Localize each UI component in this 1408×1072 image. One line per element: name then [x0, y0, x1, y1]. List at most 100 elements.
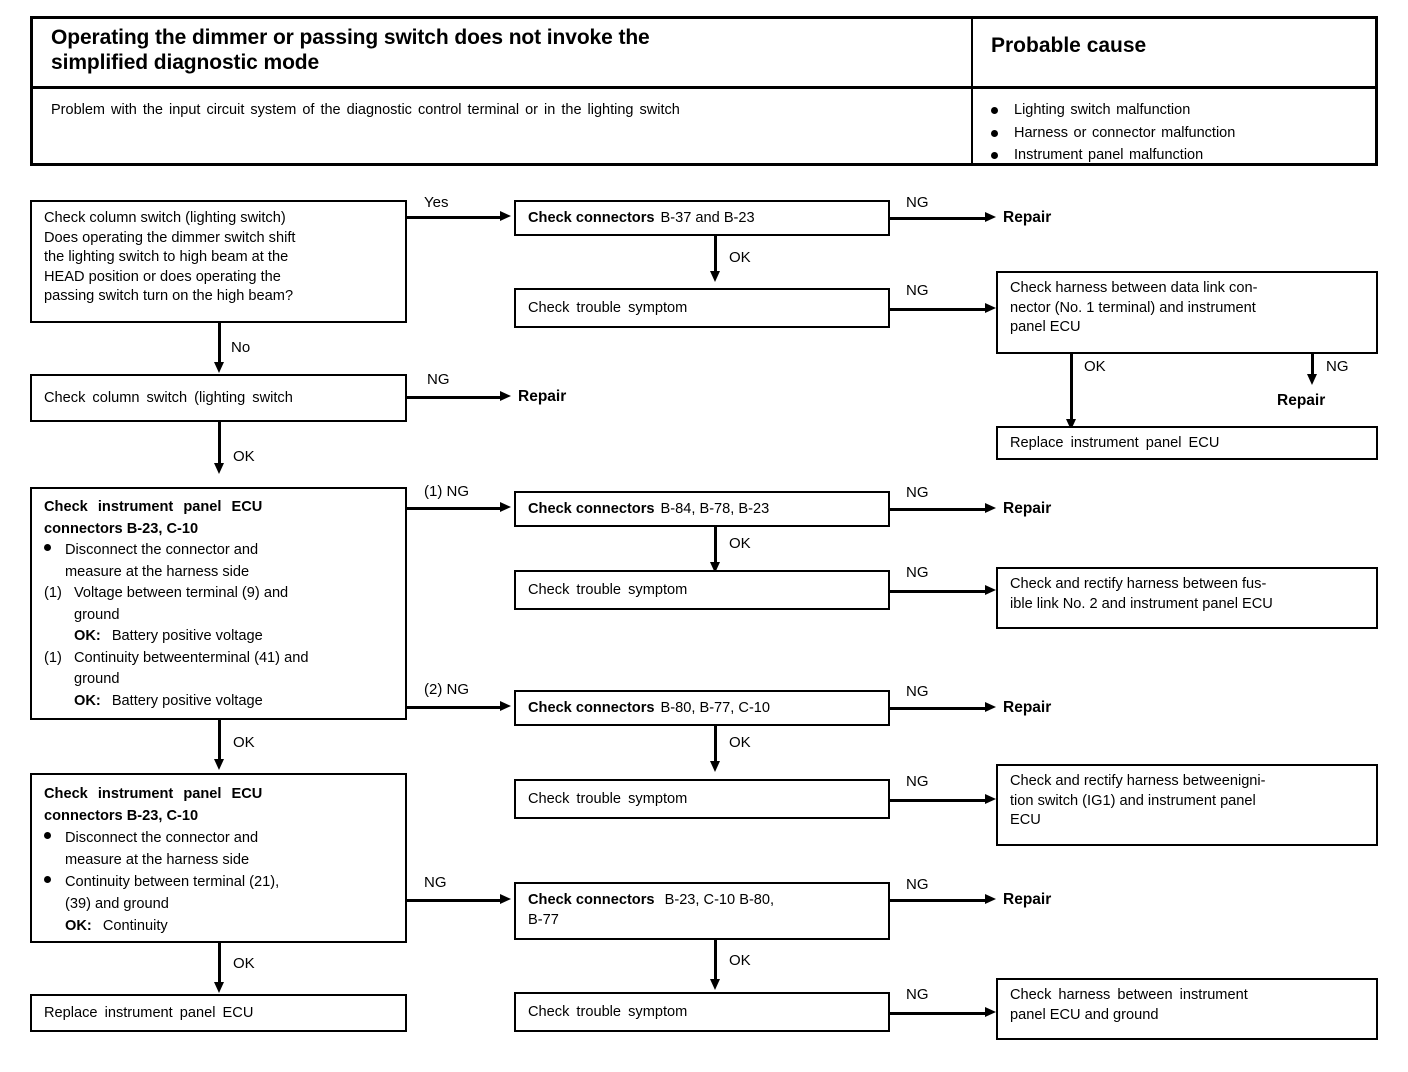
box-ecu-connectors-2: Check instrument panel ECU connectors B-…: [30, 773, 407, 943]
box-label-rest: B-23, C-10 B-80,: [664, 892, 775, 908]
box-line: Check column switch (lighting switch): [44, 210, 286, 226]
label-ng: NG: [906, 564, 929, 581]
arrow-down-icon: [709, 979, 720, 990]
box-line: measure at the harness side: [65, 852, 250, 868]
arrow-down-icon: [213, 982, 224, 993]
arrow-right-icon: [985, 702, 996, 712]
symptom-table: Operating the dimmer or passing switch d…: [30, 16, 1378, 166]
box-check-connectors-b84-b78-b23: Check connectors B-84, B-78, B-23: [514, 491, 890, 527]
cause-text: Harness or connector malfunction: [1014, 124, 1236, 141]
box-check-column-switch-main: Check column switch (lighting switch) Do…: [30, 200, 407, 323]
label-ng: NG: [906, 876, 929, 893]
label-ok: OK: [729, 535, 751, 552]
label-repair: Repair: [1003, 699, 1052, 716]
box-replace-ecu-right: Replace instrument panel ECU: [996, 426, 1378, 460]
ok-value: Battery positive voltage: [111, 628, 263, 644]
box-check-trouble-symptom-2: Check trouble symptom: [514, 570, 890, 610]
arrow-right-icon: [985, 212, 996, 222]
box-ok-line-1: OK: Battery positive voltage: [44, 626, 397, 648]
bullet-icon: [44, 876, 51, 883]
box-line: ECU: [1010, 812, 1041, 828]
box-title-line2: connectors B-23, C-10: [44, 520, 199, 537]
arrow-down-icon: [1065, 419, 1076, 430]
connector-line: [890, 508, 986, 511]
box-line: tion switch (IG1) and instrument panel: [1010, 792, 1256, 809]
box-harness-fusible-link: Check and rectify harness between fus- i…: [996, 567, 1378, 629]
label-ng: NG: [906, 282, 929, 299]
probable-cause-list: Lighting switch malfunction Harness or c…: [991, 95, 1375, 167]
box-ok-line: OK: Continuity: [44, 915, 397, 937]
box-line: panel ECU: [1010, 319, 1081, 335]
cause-item-1: Harness or connector malfunction: [991, 122, 1375, 145]
box-title-line2: connectors B-23, C-10: [44, 808, 199, 824]
bullet-icon: [991, 107, 998, 114]
box-line: the lighting switch to high beam at the: [44, 249, 289, 265]
box-title-line1: Check instrument panel ECU: [44, 499, 263, 515]
box-label-rest: B-37 and B-23: [660, 209, 755, 226]
problem-description-cell: Problem with the input circuit system of…: [33, 89, 973, 163]
connector-line: [405, 706, 501, 709]
ok-value: Continuity: [102, 918, 168, 934]
label-ng: NG: [424, 874, 447, 891]
box-line: ground: [74, 671, 120, 687]
connector-line: [1070, 354, 1073, 424]
probable-cause-title: Probable cause: [991, 34, 1147, 57]
probable-cause-title-cell: Probable cause: [973, 19, 1375, 86]
bullet-text: Disconnect the connector and: [65, 542, 259, 558]
symptom-table-body-row: Problem with the input circuit system of…: [33, 89, 1375, 163]
connector-line: [890, 899, 986, 902]
box-label-bold: Check connectors: [528, 500, 655, 517]
label-repair: Repair: [1003, 891, 1052, 908]
arrow-down-icon: [709, 271, 720, 282]
connector-line: [1311, 354, 1314, 378]
box-line-1: Check connectors B-23, C-10 B-80,: [528, 891, 880, 911]
bullet-text: Disconnect the connector and: [65, 830, 259, 846]
box-harness-ecu-ground: Check harness between instrument panel E…: [996, 978, 1378, 1040]
box-ecu-connectors-1: Check instrument panel ECU connectors B-…: [30, 487, 407, 720]
arrow-down-icon: [709, 562, 720, 573]
box-replace-ecu-left: Replace instrument panel ECU: [30, 994, 407, 1032]
box-bullet-item: Disconnect the connector and: [44, 540, 397, 562]
problem-description: Problem with the input circuit system of…: [51, 102, 680, 118]
label-repair: Repair: [1003, 500, 1052, 517]
probable-cause-list-cell: Lighting switch malfunction Harness or c…: [973, 89, 1375, 163]
ok-label: OK:: [74, 628, 101, 644]
item-number: (1): [44, 585, 62, 601]
box-label-bold: Check connectors: [528, 209, 655, 226]
arrow-right-icon: [985, 1007, 996, 1017]
arrow-right-icon: [985, 585, 996, 595]
box-ok-line-2: OK: Battery positive voltage: [44, 691, 397, 713]
box-bullet-item-2: Continuity between terminal (21),: [44, 871, 397, 893]
connector-line: [218, 323, 221, 365]
symptom-title-line1: Operating the dimmer or passing switch d…: [51, 26, 650, 49]
cause-item-2: Instrument panel malfunction: [991, 144, 1375, 167]
connector-line: [714, 236, 717, 274]
connector-line: [405, 507, 501, 510]
connector-line: [405, 216, 501, 219]
box-harness-ignition-switch: Check and rectify harness betweenigni- t…: [996, 764, 1378, 846]
label-ng-2: (2) NG: [424, 681, 469, 698]
connector-line: [405, 396, 501, 399]
item-text: Voltage between terminal (9) and: [74, 585, 289, 601]
box-check-connectors-b23-c10-b80-b77: Check connectors B-23, C-10 B-80, B-77: [514, 882, 890, 940]
box-line: ible link No. 2 and instrument panel ECU: [1010, 595, 1273, 612]
label-ok: OK: [729, 249, 751, 266]
arrow-down-icon: [213, 759, 224, 770]
arrow-right-icon: [500, 391, 511, 401]
connector-line: [890, 707, 986, 710]
cause-text: Instrument panel malfunction: [1014, 147, 1204, 163]
arrow-down-icon: [213, 463, 224, 474]
box-check-connectors-b80-b77-c10: Check connectors B-80, B-77, C-10: [514, 690, 890, 726]
label-ng: NG: [906, 194, 929, 211]
label-ok: OK: [729, 952, 751, 969]
arrow-right-icon: [985, 503, 996, 513]
box-label-rest: B-84, B-78, B-23: [660, 500, 770, 517]
connector-line: [714, 940, 717, 982]
box-line: Check harness between data link con-: [1010, 280, 1258, 296]
label-ok: OK: [233, 734, 255, 751]
box-line-2: B-77: [528, 911, 559, 928]
arrow-down-icon: [709, 761, 720, 772]
symptom-title-line2: simplified diagnostic mode: [51, 51, 320, 74]
label-no: No: [231, 339, 251, 356]
connector-line: [890, 799, 986, 802]
